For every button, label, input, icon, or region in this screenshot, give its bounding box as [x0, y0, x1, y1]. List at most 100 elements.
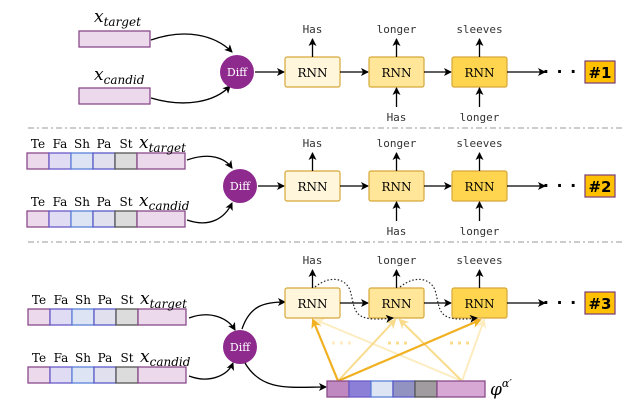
input-label-base: x	[140, 347, 150, 367]
segment-label: St	[120, 351, 133, 365]
segment-label: Sh	[75, 351, 91, 365]
feature-segment	[114, 210, 138, 228]
panel-badge	[584, 174, 616, 198]
attention-vector-label-base: φ	[490, 380, 502, 400]
segment-label: St	[119, 195, 132, 209]
rnn-label: RNN	[381, 297, 411, 311]
input-word: longer	[460, 111, 500, 124]
feature-segment	[48, 152, 72, 170]
ellipsis: · · ·	[543, 176, 577, 195]
rnn-label: RNN	[297, 66, 327, 80]
feature-segment	[136, 152, 186, 170]
input-label-sub: candid	[104, 73, 145, 87]
diff-label: Diff	[230, 180, 251, 193]
segment-label: St	[120, 293, 133, 307]
input-word: longer	[460, 225, 500, 238]
input-label: xcandid	[139, 191, 190, 213]
output-word: longer	[377, 23, 417, 36]
input-label-base: x	[139, 191, 149, 211]
diff-node	[223, 330, 257, 364]
segment-label: Te	[32, 351, 46, 365]
rnn-label: RNN	[464, 180, 494, 194]
input-label-base: x	[94, 65, 104, 85]
segment-label: Fa	[54, 351, 69, 365]
segment-label: Sh	[74, 195, 90, 209]
attention-arrow	[337, 318, 397, 382]
feature-segment	[71, 308, 95, 326]
segment-label: St	[119, 137, 132, 151]
diff-node	[223, 169, 257, 203]
output-word: Has	[303, 23, 323, 36]
feature-segment	[93, 308, 117, 326]
feature-segment	[48, 210, 72, 228]
feature-segment	[71, 366, 95, 384]
panel-badge	[584, 291, 616, 315]
diff-to-rnn-arrow	[241, 298, 286, 330]
feature-segment	[26, 210, 50, 228]
feature-segment	[92, 210, 116, 228]
diff-node	[220, 55, 254, 89]
feature-segment	[27, 366, 51, 384]
state-passing-path	[399, 278, 478, 323]
feature-segment	[49, 366, 73, 384]
input-label-base: x	[140, 289, 150, 309]
input-word: Has	[387, 225, 407, 238]
segment-label: Te	[31, 137, 45, 151]
output-word: longer	[377, 254, 417, 267]
ellipsis: · · ·	[543, 293, 577, 312]
segment-label: Fa	[53, 195, 68, 209]
segment-label: Pa	[98, 351, 113, 365]
diff-label: Diff	[227, 66, 248, 79]
input-label: xtarget	[140, 289, 187, 311]
feature-segment	[93, 366, 117, 384]
panel-badge-label: #1	[588, 64, 611, 82]
candidate-to-diff-arrow	[150, 85, 231, 104]
input-label: xtarget	[94, 7, 141, 29]
attention-arrow	[461, 318, 486, 382]
attention-arrows	[311, 318, 486, 383]
rnn-label: RNN	[297, 297, 327, 311]
segment-label: Sh	[74, 137, 90, 151]
feature-segment	[137, 366, 187, 384]
attention-vector-segment	[392, 380, 416, 398]
segment-label: Pa	[97, 195, 112, 209]
rnn-label: RNN	[297, 180, 327, 194]
segment-label: Pa	[97, 137, 112, 151]
input-label: xcandid	[140, 347, 191, 369]
input-label-sub: target	[149, 141, 186, 155]
input-label-sub: candid	[150, 355, 191, 369]
panel-badge	[584, 60, 616, 84]
segment-label: Te	[31, 195, 45, 209]
rnn-label: RNN	[381, 66, 411, 80]
diff-label: Diff	[230, 341, 251, 354]
output-word: longer	[377, 137, 417, 150]
segment-label: Fa	[53, 137, 68, 151]
attention-vector-segment	[414, 380, 438, 398]
diff-to-attention-arrow	[244, 362, 327, 392]
feature-segment	[136, 210, 186, 228]
target-to-diff-arrow	[186, 155, 233, 169]
attention-vector-label-sup: α′	[502, 377, 512, 390]
target-to-diff-arrow	[188, 314, 236, 331]
output-word: sleeves	[456, 254, 502, 267]
feature-segment	[137, 308, 187, 326]
feature-segment	[26, 152, 50, 170]
feature-segment	[114, 152, 138, 170]
output-word: Has	[303, 137, 323, 150]
attention-arrow	[398, 318, 463, 382]
segment-label: Fa	[54, 293, 69, 307]
panel-badge-label: #3	[588, 295, 611, 313]
panel-badge-label: #2	[588, 178, 611, 196]
feature-segment	[92, 152, 116, 170]
feature-segment	[49, 308, 73, 326]
input-label: xcandid	[94, 65, 145, 87]
ellipsis: · · ·	[543, 62, 577, 81]
feature-segment	[70, 152, 94, 170]
feature-segment	[115, 308, 139, 326]
segment-label: Sh	[75, 293, 91, 307]
attention-arrow	[311, 318, 340, 382]
feature-segment	[27, 308, 51, 326]
